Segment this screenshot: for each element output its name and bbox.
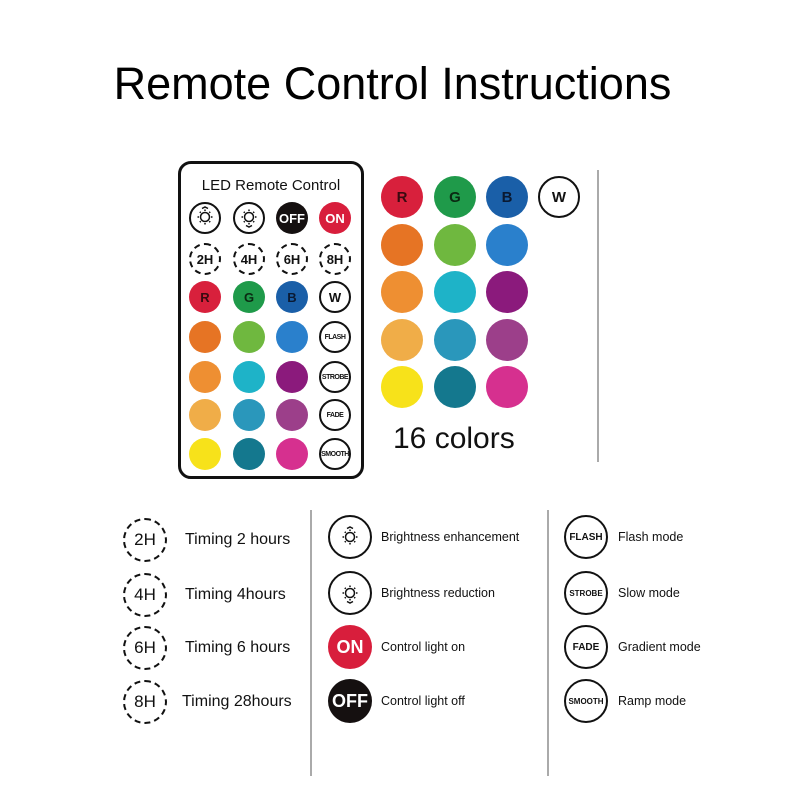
legend-text: Control light off (381, 694, 465, 708)
timer-2h-icon: 2H (123, 518, 167, 562)
brightness-up-icon (194, 205, 216, 231)
remote-button-off[interactable]: OFF (276, 202, 308, 234)
remote-button-smooth[interactable]: SMOOTH (319, 438, 351, 470)
color-swatch (381, 271, 423, 313)
color-swatch: B (486, 176, 528, 218)
divider (310, 510, 312, 776)
legend-text: Brightness enhancement (381, 530, 520, 544)
remote-button-2h[interactable]: 2H (189, 243, 221, 275)
brightness-up-icon (328, 515, 372, 559)
timer-6h-icon: 6H (123, 626, 167, 670)
color-swatch (486, 271, 528, 313)
remote-button-flash[interactable]: FLASH (319, 321, 351, 353)
remote-color-button[interactable] (233, 438, 265, 470)
remote-button-r[interactable]: R (189, 281, 221, 313)
power-on-icon: ON (328, 625, 372, 669)
remote-button-w[interactable]: W (319, 281, 351, 313)
legend-text: Ramp mode (618, 694, 687, 708)
remote-color-button[interactable] (276, 321, 308, 353)
color-swatch (381, 366, 423, 408)
remote-color-button[interactable] (189, 399, 221, 431)
remote-button-strobe[interactable]: STROBE (319, 361, 351, 393)
legend-text: Timing 2 hours (185, 531, 291, 548)
color-swatch (434, 366, 476, 408)
timer-8h-icon: 8H (123, 680, 167, 724)
remote-button-4h[interactable]: 4H (233, 243, 265, 275)
color-swatch (381, 224, 423, 266)
legend-text: Timing 6 hours (185, 639, 291, 656)
remote-control: LED Remote Control (178, 161, 364, 479)
remote-color-button[interactable] (276, 361, 308, 393)
page-title: Remote Control Instructions (113, 58, 672, 109)
divider (547, 510, 549, 776)
color-swatch (381, 319, 423, 361)
color-swatch (486, 319, 528, 361)
power-off-icon: OFF (328, 679, 372, 723)
legend-text: Control light on (381, 640, 466, 654)
remote-color-button[interactable] (189, 321, 221, 353)
legend-text: Brightness reduction (381, 586, 495, 600)
brightness-up-button[interactable] (189, 202, 221, 234)
brightness-down-button[interactable] (233, 202, 265, 234)
divider (597, 170, 599, 462)
legend-text: Flash mode (618, 530, 684, 544)
remote-button-fade[interactable]: FADE (319, 399, 351, 431)
brightness-down-icon (328, 571, 372, 615)
legend-text: Timing 28hours (182, 693, 292, 710)
color-swatch: R (381, 176, 423, 218)
legend-text: Slow mode (618, 586, 680, 600)
colors-count-label: 16 colors (393, 422, 515, 455)
color-swatch (434, 224, 476, 266)
brightness-down-icon (238, 206, 260, 231)
mode-strobe-icon: STROBE (564, 571, 608, 615)
mode-fade-icon: FADE (564, 625, 608, 669)
remote-button-on[interactable]: ON (319, 202, 351, 234)
remote-title: LED Remote Control (201, 177, 341, 194)
timer-4h-icon: 4H (123, 573, 167, 617)
remote-color-button[interactable] (189, 361, 221, 393)
color-swatch: W (538, 176, 580, 218)
remote-button-g[interactable]: G (233, 281, 265, 313)
remote-button-8h[interactable]: 8H (319, 243, 351, 275)
remote-button-b[interactable]: B (276, 281, 308, 313)
legend-text: Timing 4hours (185, 586, 286, 603)
mode-smooth-icon: SMOOTH (564, 679, 608, 723)
color-swatch (486, 366, 528, 408)
color-swatch: G (434, 176, 476, 218)
remote-color-button[interactable] (233, 399, 265, 431)
mode-flash-icon: FLASH (564, 515, 608, 559)
remote-color-button[interactable] (276, 399, 308, 431)
legend-text: Gradient mode (618, 640, 701, 654)
remote-color-button[interactable] (233, 321, 265, 353)
color-swatch (434, 319, 476, 361)
remote-color-button[interactable] (276, 438, 308, 470)
remote-button-6h[interactable]: 6H (276, 243, 308, 275)
remote-color-button[interactable] (233, 361, 265, 393)
color-swatch (486, 224, 528, 266)
color-swatch (434, 271, 476, 313)
remote-color-button[interactable] (189, 438, 221, 470)
